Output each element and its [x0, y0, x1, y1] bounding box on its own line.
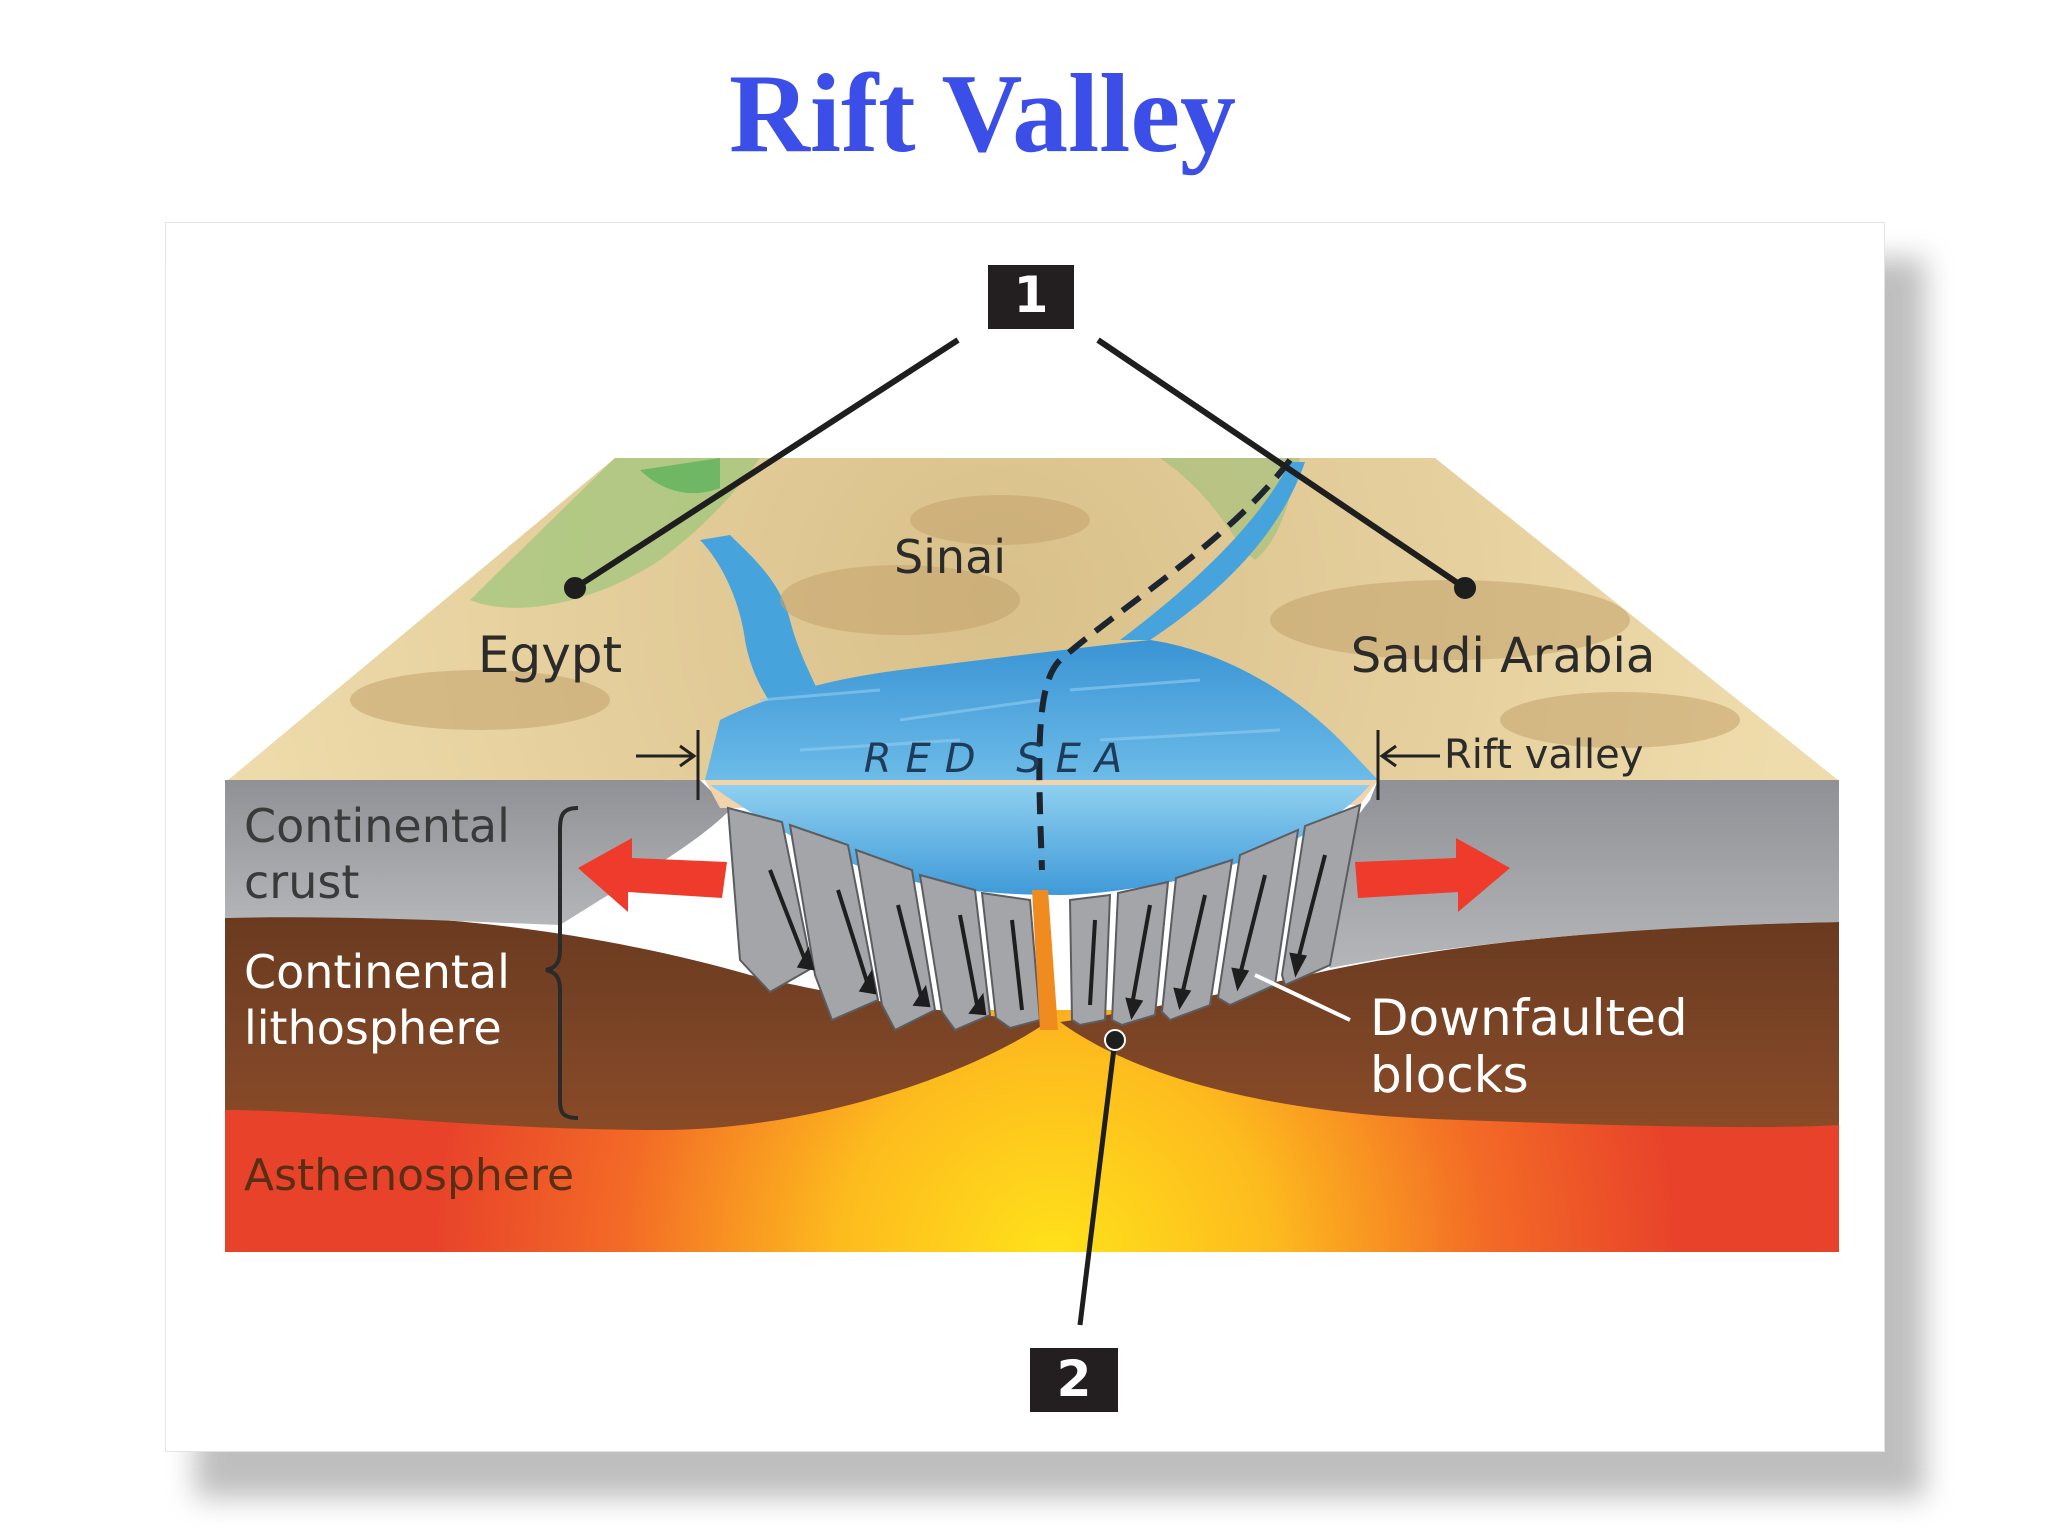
marker-1-leaders: [564, 337, 1476, 599]
label-downfaulted-2: blocks: [1370, 1046, 1529, 1104]
lithosphere-left: [225, 914, 1050, 1130]
crust-right: [1300, 780, 1839, 968]
marker-2-leader: [1077, 1029, 1126, 1326]
downfaulted-leader: [1254, 973, 1351, 1022]
extension-arrow-right: [1355, 838, 1510, 912]
plate-boundary-dashed: [1036, 458, 1293, 871]
label-continental-lithosphere-2: lithosphere: [244, 1001, 502, 1055]
gulf-of-suez: [700, 535, 830, 720]
page-title: Rift Valley: [728, 52, 1237, 176]
rift-valley-markers: [636, 730, 1440, 800]
label-rift-valley: Rift valley: [1444, 732, 1643, 778]
label-egypt: Egypt: [478, 626, 622, 684]
marker-2-label: 2: [1057, 1350, 1092, 1408]
downfaulted-blocks-right: [1068, 803, 1362, 1027]
marker-1-label: 1: [1014, 266, 1049, 324]
label-continental-lithosphere-1: Continental: [244, 945, 510, 999]
extension-arrow-left: [578, 838, 727, 912]
label-sinai: Sinai: [894, 530, 1006, 584]
marker-2-box: [1030, 1348, 1118, 1412]
lithosphere-right: [1060, 922, 1839, 1128]
label-red-sea: RED SEA: [864, 736, 1137, 782]
label-saudi-arabia: Saudi Arabia: [1351, 628, 1656, 684]
gulf-of-aqaba: [1120, 462, 1305, 640]
label-downfaulted-1: Downfaulted: [1370, 989, 1688, 1047]
marker-1-box: [988, 265, 1074, 329]
fault-arrows: [768, 854, 1327, 1021]
magma-channel: [1032, 890, 1058, 1030]
green-vegetation-left: [470, 458, 760, 608]
map-surface: [228, 458, 1838, 780]
cross-section: [225, 780, 1839, 1252]
label-continental-crust-2: crust: [244, 855, 359, 909]
label-asthenosphere: Asthenosphere: [244, 1150, 574, 1201]
label-continental-crust-1: Continental: [244, 799, 510, 853]
layer-brace: [545, 806, 579, 1120]
